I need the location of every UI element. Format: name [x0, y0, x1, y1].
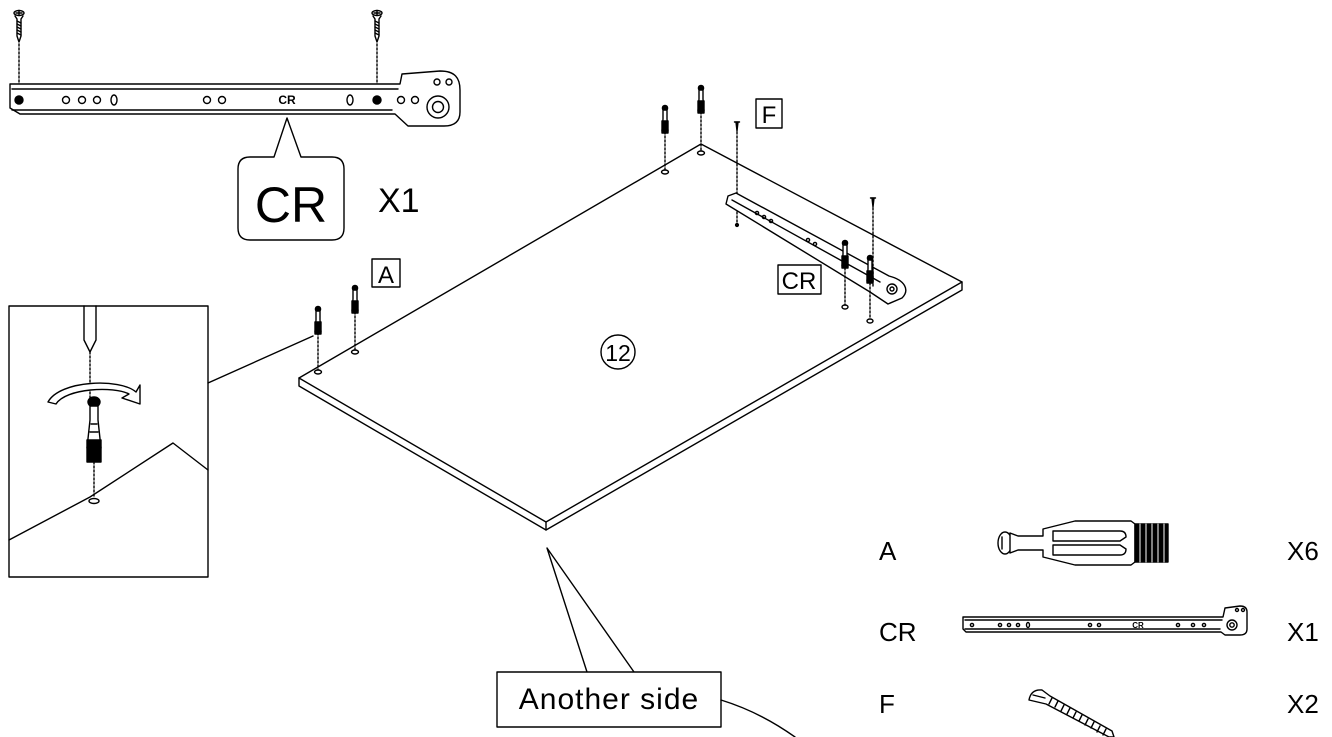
callout-f-label: F	[762, 102, 777, 129]
dowel-a-icon	[661, 104, 669, 134]
drawer-rail-icon: CR	[962, 605, 1248, 636]
callout-a: A	[371, 258, 401, 289]
screw-f-icon	[733, 121, 741, 132]
rail-detail: CR CR X1	[9, 9, 461, 241]
callout-bubble	[237, 117, 345, 241]
dowel-a-icon	[841, 239, 849, 269]
drawer-rail-large-icon	[9, 70, 461, 127]
parts-list: A CR F X6 X1 X2 CR	[879, 520, 1319, 737]
insertion-detail-inset	[8, 305, 314, 578]
cam-dowel-icon	[86, 396, 102, 463]
screw-icon	[13, 9, 25, 43]
callout-a-label: A	[378, 262, 394, 289]
part-code: F	[879, 689, 895, 719]
drawer-rail-mounted-icon	[725, 192, 907, 305]
part-code: A	[879, 536, 897, 566]
callout-quantity: X1	[378, 182, 420, 220]
rotate-arrow-icon	[47, 382, 141, 405]
callout-cr-label: CR	[782, 268, 817, 295]
panel-12: 12	[298, 84, 963, 531]
another-side-callout: Another side	[496, 547, 796, 737]
part-quantity: X6	[1287, 536, 1319, 566]
another-side-label: Another side	[519, 683, 699, 716]
callout-cr: CR	[777, 264, 822, 295]
part-quantity: X1	[1287, 617, 1319, 647]
rail-engraving: CR	[278, 93, 296, 107]
dowel-a-icon	[314, 305, 322, 335]
cam-dowel-icon	[997, 520, 1169, 566]
screw-icon	[371, 9, 383, 43]
screw-f-icon	[869, 197, 877, 208]
rail-small-engraving: CR	[1132, 621, 1144, 630]
part-code: CR	[879, 617, 917, 647]
dowel-a-icon	[866, 254, 874, 284]
panel-number: 12	[605, 340, 631, 366]
callout-f: F	[755, 98, 783, 129]
callout-part-label: CR	[255, 177, 327, 233]
dowel-a-icon	[697, 84, 705, 114]
part-quantity: X2	[1287, 689, 1319, 719]
panel-number-badge	[600, 334, 636, 370]
dowel-a-icon	[351, 284, 359, 314]
wood-screw-icon	[1028, 689, 1115, 737]
